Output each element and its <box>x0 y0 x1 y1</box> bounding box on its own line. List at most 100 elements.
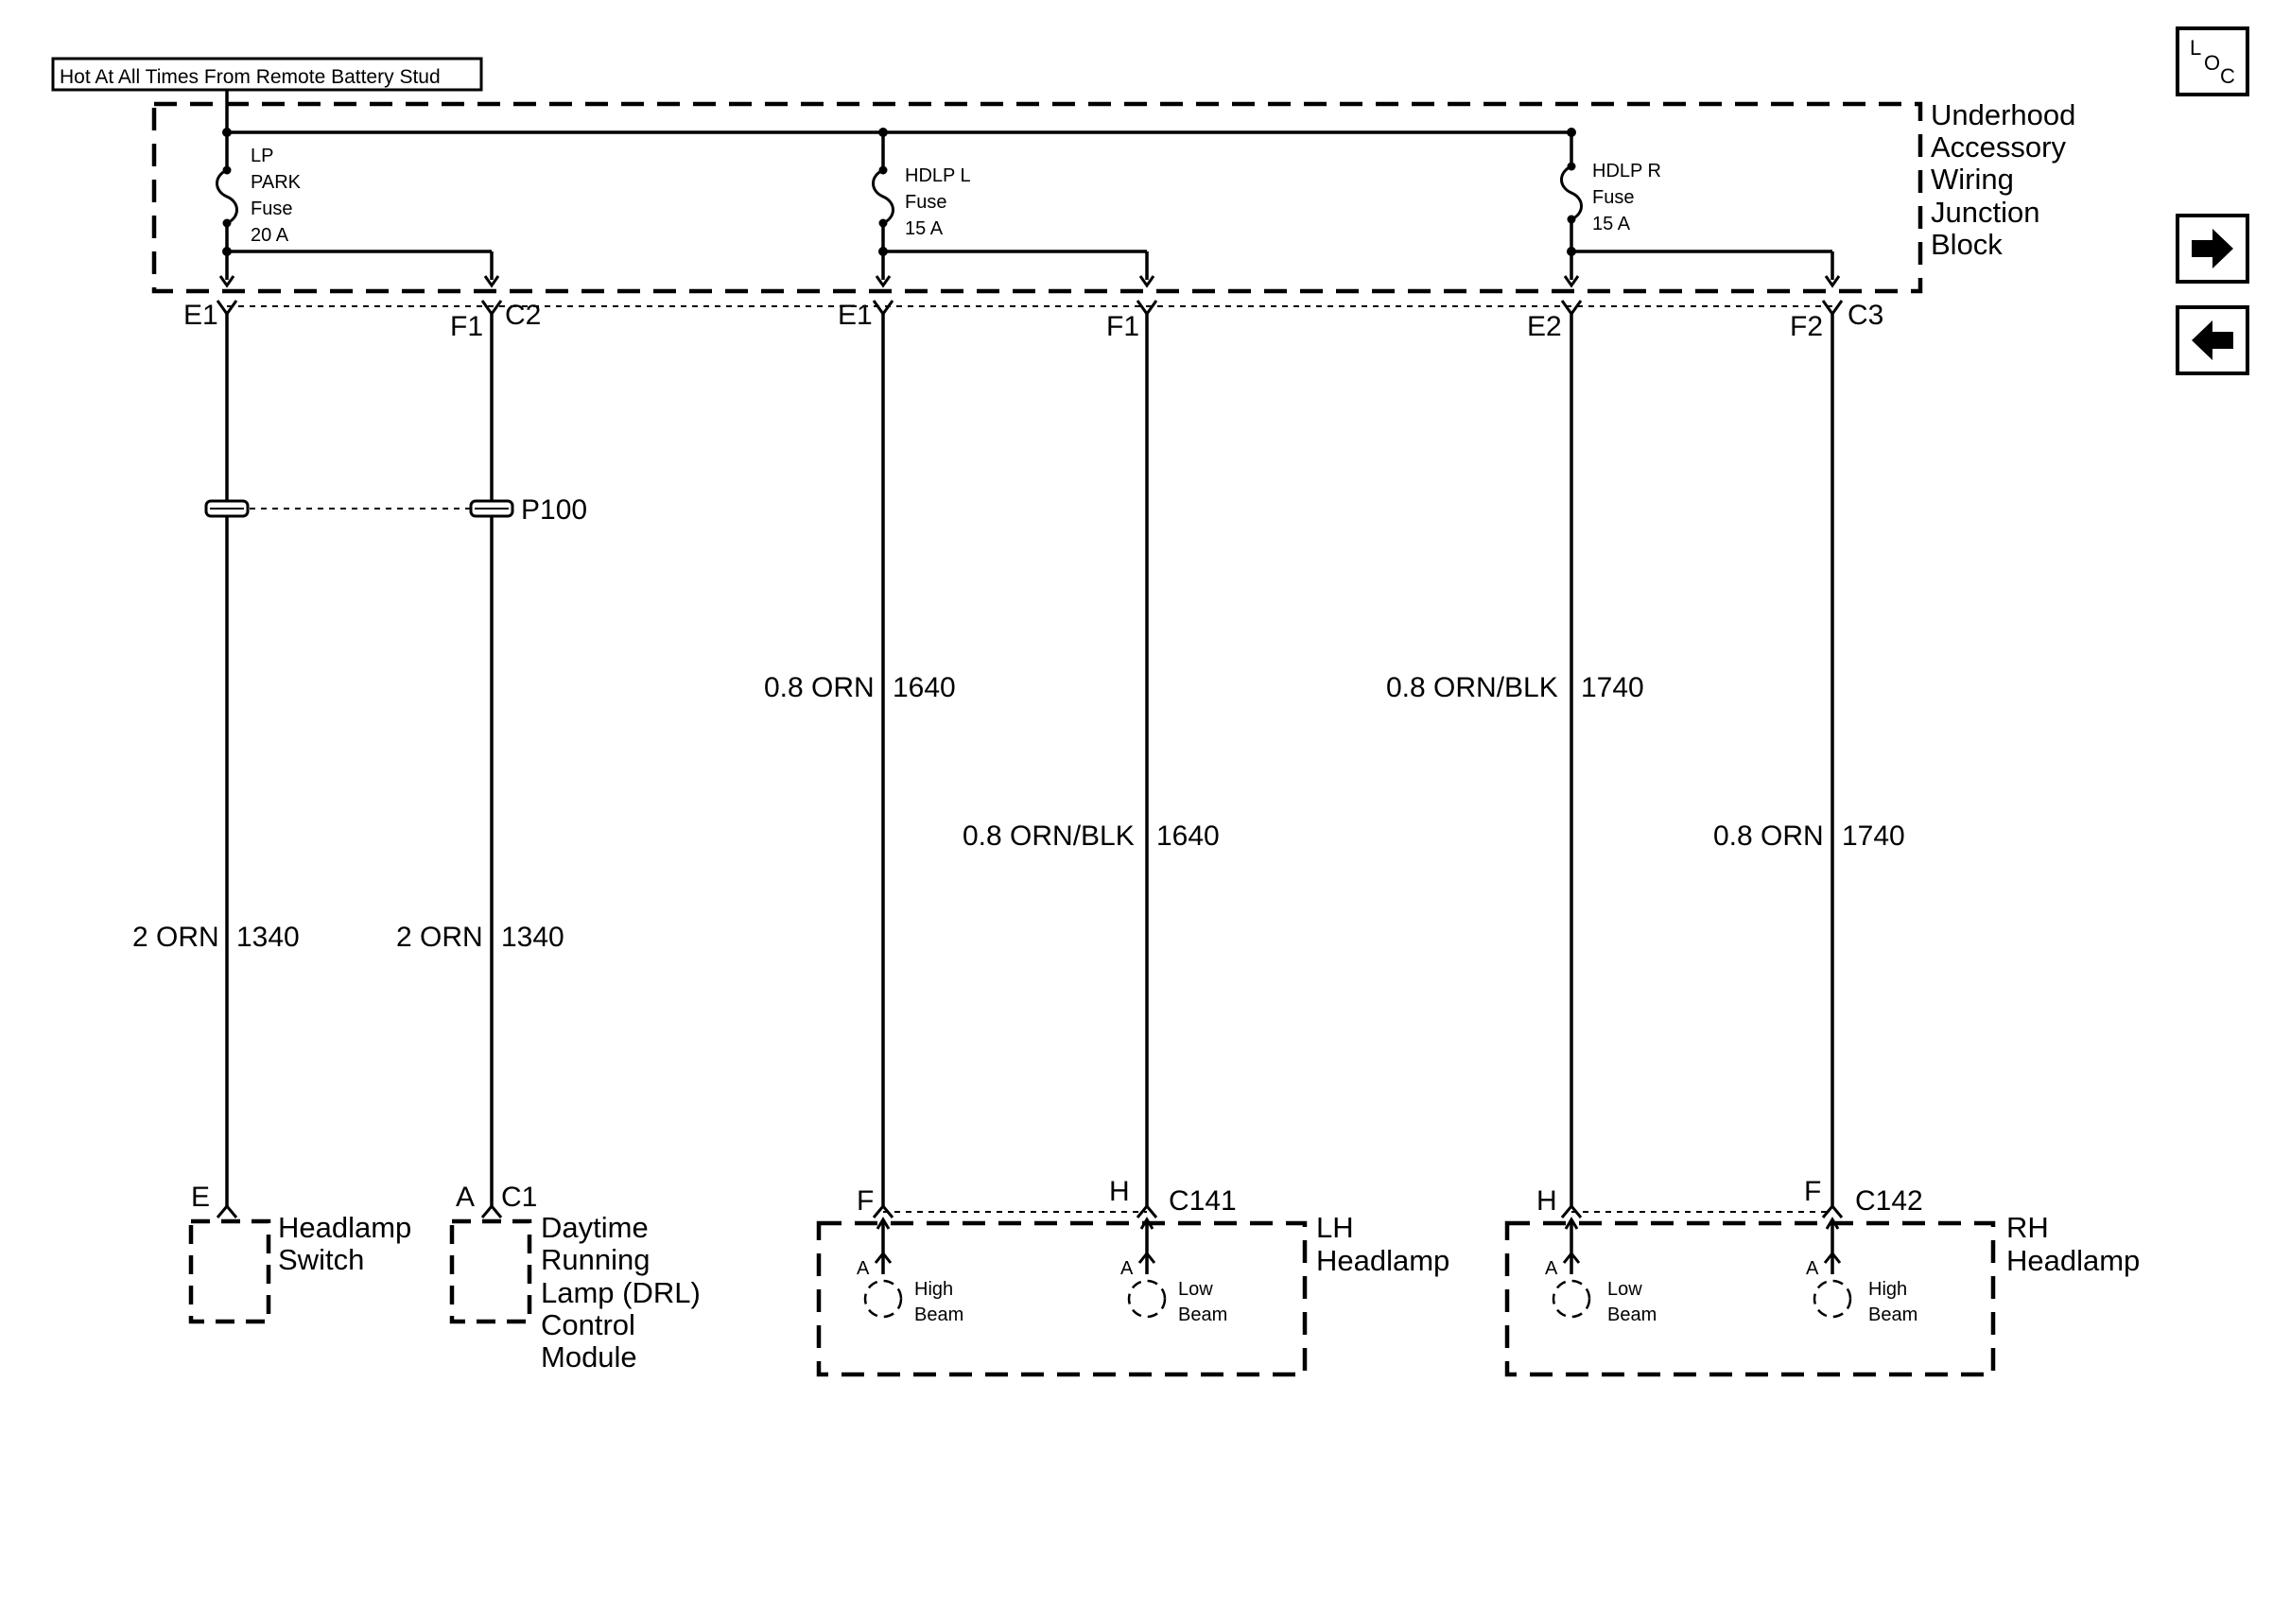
lh-bulb-1-pin: A <box>1120 1258 1134 1279</box>
rh-bulb-0-pin: A <box>1545 1258 1558 1279</box>
rh-bulb-1-pin: A <box>1806 1258 1819 1279</box>
top-connectors: E1 F1 C2 E1 F1 E2 F2 C3 <box>183 300 1883 342</box>
lh-bulb-0-pin: A <box>857 1258 870 1279</box>
drl-module-pin: A <box>456 1182 475 1213</box>
connector-c2: C2 <box>505 300 541 331</box>
drl-module-name-0: Daytime <box>541 1211 649 1244</box>
drl-module-name-1: Running <box>541 1243 650 1276</box>
lh-headlamp-name-1: Headlamp <box>1316 1244 1449 1277</box>
pin-hr-e2: E2 <box>1527 311 1562 342</box>
headlamp-switch-name-0: Headlamp <box>278 1211 411 1244</box>
fuse-lp-park-symbol <box>216 168 238 225</box>
rh-bulb-1-line-1: Beam <box>1868 1304 1917 1325</box>
loc-letter-o: O <box>2204 51 2220 75</box>
junction-block-name-2: Wiring <box>1931 163 2014 196</box>
junction-block-name-4: Block <box>1931 228 2003 261</box>
rh-headlamp-name-1: Headlamp <box>2006 1244 2140 1277</box>
rh-bulb-1-line-0: High <box>1868 1279 1907 1300</box>
lh-pin-low: H <box>1109 1176 1130 1207</box>
junction-block-outline <box>151 101 1923 294</box>
drl-control-module: A C1 Daytime Running Lamp (DRL) Control … <box>449 1182 701 1373</box>
pin-lp-f1: F1 <box>450 311 483 342</box>
headlamp-switch: E Headlamp Switch <box>188 1182 411 1324</box>
arrow-right-icon <box>2192 229 2233 268</box>
lh-pin-high: F <box>857 1185 874 1217</box>
fuse-lp-park-line-0: LP <box>251 146 273 166</box>
pin-hr-f2: F2 <box>1790 311 1823 342</box>
arrow-left-icon <box>2192 320 2233 360</box>
rh-bulb-0-line-0: Low <box>1607 1279 1642 1300</box>
pin-hl-f1: F1 <box>1106 311 1139 342</box>
wire-label-0-color: 2 ORN <box>132 922 219 953</box>
drl-module-name-3: Control <box>541 1308 635 1341</box>
fuse-hdlp-l-line-1: Fuse <box>905 192 946 213</box>
source-note-text: Hot At All Times From Remote Battery Stu… <box>60 66 441 88</box>
rh-bulb-0-line-1: Beam <box>1607 1304 1657 1325</box>
fuse-hdlp-l: HDLP L Fuse 15 A <box>872 132 1147 256</box>
rh-high-beam-bulb-icon <box>1813 1279 1852 1319</box>
lh-low-beam-bulb-icon <box>1127 1279 1167 1319</box>
wire-label-4-circuit: 1740 <box>1581 672 1644 703</box>
headlamp-switch-name-1: Switch <box>278 1243 364 1276</box>
rh-low-beam-bulb-icon <box>1552 1279 1591 1319</box>
loc-letter-l: L <box>2190 36 2201 60</box>
junction-block-name-3: Junction <box>1931 196 2039 229</box>
pin-hl-e1: E1 <box>838 300 873 331</box>
loc-button[interactable]: L O C <box>2176 26 2249 96</box>
fuse-hdlp-r-symbol <box>1560 164 1583 221</box>
bottom-pins <box>216 1203 1844 1218</box>
lh-bulb-1-line-1: Beam <box>1178 1304 1227 1325</box>
splice-name: P100 <box>521 494 587 526</box>
fuse-hdlp-r: HDLP R Fuse 15 A <box>1560 132 1832 256</box>
fuse-hdlp-r-line-2: 15 A <box>1592 214 1631 234</box>
wire-label-1-color: 2 ORN <box>396 922 483 953</box>
wire-label-3-color: 0.8 ORN/BLK <box>963 821 1135 852</box>
lh-bulb-0-line-1: Beam <box>914 1304 963 1325</box>
wires: 2 ORN 1340 2 ORN 1340 0.8 ORN 1640 0.8 O… <box>132 314 1905 1206</box>
wire-label-0-circuit: 1340 <box>236 922 300 953</box>
rh-headlamp-outline <box>1504 1220 1996 1377</box>
forward-button[interactable] <box>2176 214 2249 284</box>
lh-headlamp-outline <box>816 1220 1308 1377</box>
wire-label-1-circuit: 1340 <box>501 922 564 953</box>
lh-headlamp-name-0: LH <box>1316 1211 1354 1244</box>
fuse-lp-park-line-1: PARK <box>251 172 302 193</box>
fuse-hdlp-r-line-1: Fuse <box>1592 187 1634 208</box>
rh-headlamp: H F C142 RH Headlamp A Low Beam A High B… <box>1504 1176 2140 1377</box>
lh-connector: C141 <box>1169 1185 1237 1217</box>
fuse-hdlp-l-line-0: HDLP L <box>905 165 971 186</box>
back-button[interactable] <box>2176 305 2249 375</box>
lh-high-beam-bulb-icon <box>863 1279 903 1319</box>
fuse-lp-park: LP PARK Fuse 20 A <box>216 132 492 256</box>
rh-connector: C142 <box>1855 1185 1923 1217</box>
rh-pin-high: F <box>1804 1176 1821 1207</box>
wire-label-4-color: 0.8 ORN/BLK <box>1386 672 1558 703</box>
junction-block-name-1: Accessory <box>1931 130 2066 164</box>
headlamp-switch-outline <box>188 1218 271 1324</box>
drl-module-outline <box>449 1218 532 1324</box>
fuse-lp-park-line-2: Fuse <box>251 199 292 219</box>
wire-label-3-circuit: 1640 <box>1156 821 1220 852</box>
headlamp-switch-pin: E <box>191 1182 210 1213</box>
fuse-hdlp-r-line-0: HDLP R <box>1592 161 1661 181</box>
splice-p100: P100 <box>204 494 587 526</box>
junction-block-name-0: Underhood <box>1931 98 2075 131</box>
source-note: Hot At All Times From Remote Battery Stu… <box>51 57 483 92</box>
fuse-hdlp-l-symbol <box>872 168 894 225</box>
pin-lp-e1: E1 <box>183 300 218 331</box>
drl-module-name-2: Lamp (DRL) <box>541 1276 701 1309</box>
wire-label-5-circuit: 1740 <box>1842 821 1905 852</box>
lh-bulb-0-line-0: High <box>914 1279 953 1300</box>
drl-module-name-4: Module <box>541 1340 637 1373</box>
junction-block: Underhood Accessory Wiring Junction Bloc… <box>151 90 2075 294</box>
connector-c3: C3 <box>1848 300 1883 331</box>
lh-headlamp: F H C141 LH Headlamp A High Beam A Low B… <box>816 1176 1449 1377</box>
fuse-lp-park-line-3: 20 A <box>251 225 289 246</box>
drl-module-connector: C1 <box>501 1182 537 1213</box>
wire-label-5-color: 0.8 ORN <box>1713 821 1824 852</box>
wire-label-2-color: 0.8 ORN <box>764 672 875 703</box>
rh-headlamp-name-0: RH <box>2006 1211 2049 1244</box>
rh-pin-low: H <box>1536 1185 1557 1217</box>
lh-bulb-1-line-0: Low <box>1178 1279 1213 1300</box>
